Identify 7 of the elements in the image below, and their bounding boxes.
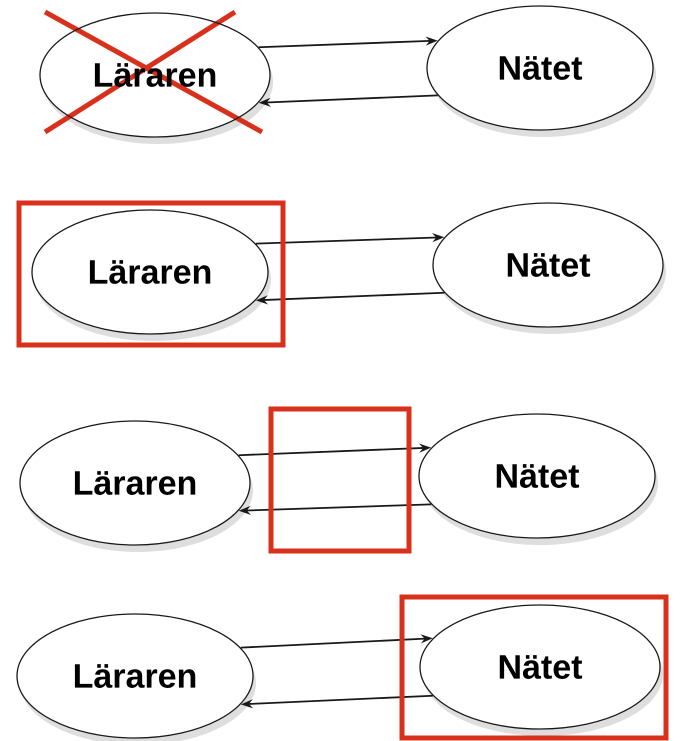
ellipse-node: Nätet <box>418 413 656 539</box>
ellipse-node: Läraren <box>19 420 251 546</box>
ellipse-node: Läraren <box>16 613 254 739</box>
ellipse-node: Läraren <box>31 209 269 335</box>
ellipse-node: Nätet <box>432 202 664 328</box>
ellipse-node: Nätet <box>426 5 654 131</box>
ellipse-node: Nätet <box>419 604 661 730</box>
